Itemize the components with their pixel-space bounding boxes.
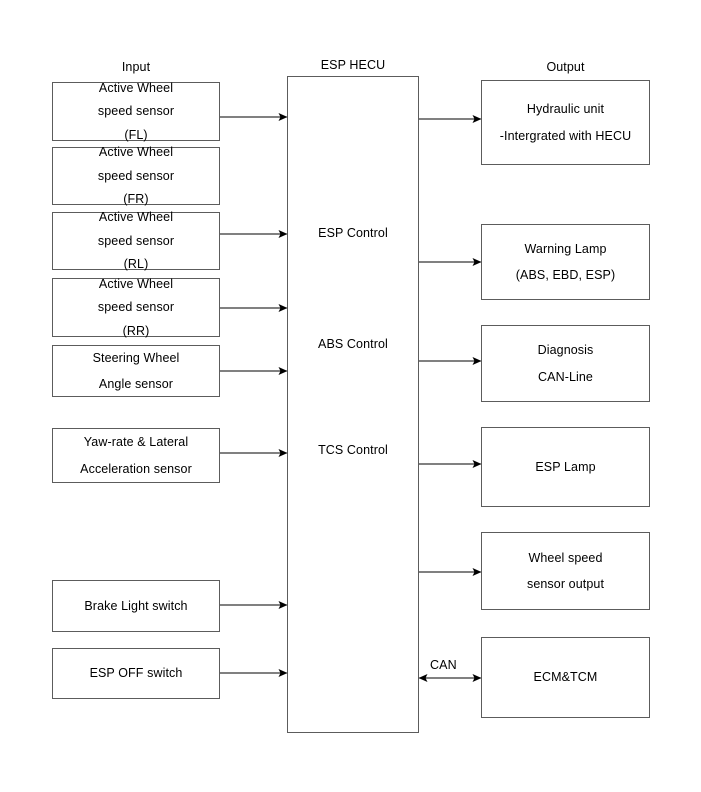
input-column-title: Input xyxy=(121,60,151,74)
input-box-wheel-speed-fr[interactable]: Active Wheel speed sensor (FR) xyxy=(52,145,220,207)
input-box-steering-angle-sensor[interactable]: Steering Wheel Angle sensor xyxy=(52,345,220,397)
output-line: Diagnosis xyxy=(537,343,594,357)
input-line: (RL) xyxy=(123,257,149,272)
output-line: -Intergrated with HECU xyxy=(499,128,632,143)
can-connection-label: CAN xyxy=(430,658,457,672)
output-line: sensor output xyxy=(526,577,605,591)
output-line: ECM&TCM xyxy=(533,670,598,685)
input-line: speed sensor xyxy=(97,104,175,119)
output-line: Wheel speed xyxy=(528,550,603,565)
output-line: ESP Lamp xyxy=(535,459,596,474)
hecu-function-tcs-control: TCS Control xyxy=(318,443,388,457)
output-box-warning-lamp[interactable]: Warning Lamp (ABS, EBD, ESP) xyxy=(481,224,650,300)
hecu-function-esp-control: ESP Control xyxy=(318,226,388,240)
output-box-ecm-tcm[interactable]: ECM&TCM xyxy=(481,637,650,718)
input-line: Active Wheel xyxy=(98,80,174,95)
input-line: Active Wheel xyxy=(98,210,174,225)
hecu-column-title: ESP HECU xyxy=(320,58,386,72)
input-line: Yaw-rate & Lateral xyxy=(83,435,189,449)
input-line: speed sensor xyxy=(97,300,175,315)
input-line: speed sensor xyxy=(97,168,175,183)
input-box-esp-off-switch[interactable]: ESP OFF switch xyxy=(52,648,220,699)
input-line: (FR) xyxy=(123,192,149,207)
input-line: Steering Wheel xyxy=(92,350,180,365)
input-line: Active Wheel xyxy=(98,276,174,291)
output-line: Hydraulic unit xyxy=(526,102,605,116)
esp-hecu-box[interactable] xyxy=(287,76,419,733)
input-line: Acceleration sensor xyxy=(80,461,192,476)
input-line: speed sensor xyxy=(97,233,175,248)
input-box-brake-light-switch[interactable]: Brake Light switch xyxy=(52,580,220,632)
input-box-wheel-speed-fl[interactable]: Active Wheel speed sensor (FL) xyxy=(52,82,220,141)
output-column-title: Output xyxy=(546,60,585,74)
output-line: CAN-Line xyxy=(538,369,593,384)
input-box-wheel-speed-rr[interactable]: Active Wheel speed sensor (RR) xyxy=(52,278,220,337)
output-line: (ABS, EBD, ESP) xyxy=(515,268,616,282)
input-line: (RR) xyxy=(122,323,150,338)
input-line: ESP OFF switch xyxy=(89,666,183,681)
input-line: Brake Light switch xyxy=(84,598,188,613)
input-line: (FL) xyxy=(124,127,148,142)
output-box-esp-lamp[interactable]: ESP Lamp xyxy=(481,427,650,507)
hecu-function-abs-control: ABS Control xyxy=(318,337,388,351)
output-box-hydraulic-unit[interactable]: Hydraulic unit -Intergrated with HECU xyxy=(481,80,650,165)
input-box-wheel-speed-rl[interactable]: Active Wheel speed sensor (RL) xyxy=(52,210,220,272)
input-line: Active Wheel xyxy=(98,145,174,160)
output-line: Warning Lamp xyxy=(524,241,607,256)
input-box-yaw-rate-lateral-sensor[interactable]: Yaw-rate & Lateral Acceleration sensor xyxy=(52,428,220,483)
input-line: Angle sensor xyxy=(98,377,174,391)
output-box-wheel-speed-sensor-output[interactable]: Wheel speed sensor output xyxy=(481,532,650,610)
output-box-diagnosis-can-line[interactable]: Diagnosis CAN-Line xyxy=(481,325,650,402)
